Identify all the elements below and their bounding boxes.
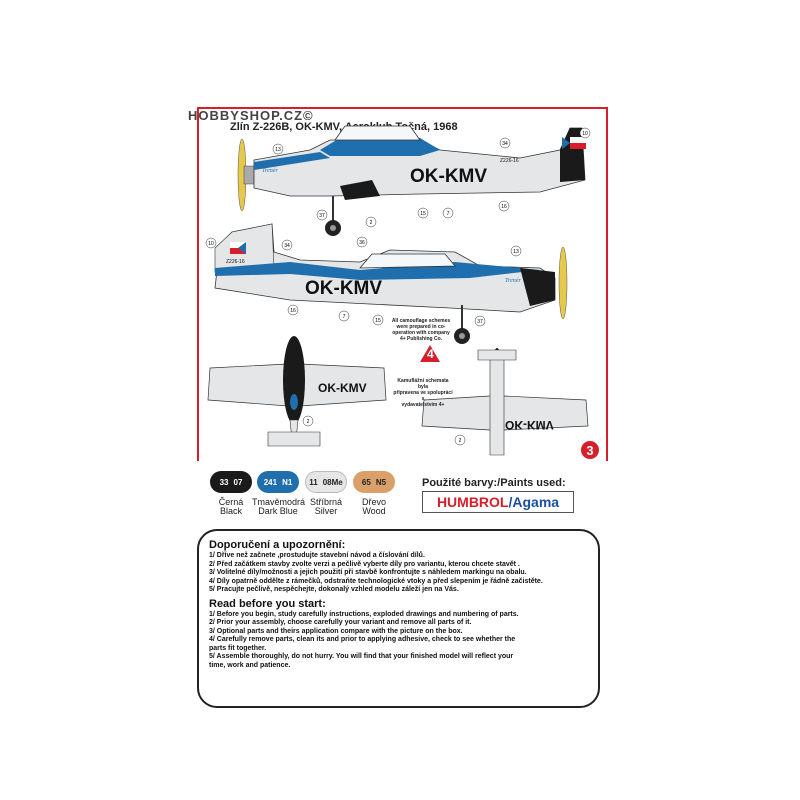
page-number-badge: 3 [581,441,599,459]
paints-used-title: Použité barvy:/Paints used: [422,477,566,489]
svg-text:13: 13 [513,249,519,255]
svg-text:2: 2 [307,419,310,425]
svg-text:37: 37 [477,319,483,325]
note-cz-line: 4/ Díly opatrně oddělte z rámečků, odstr… [209,577,543,585]
cowling-script-bottom: Trenér [505,278,521,284]
svg-text:34: 34 [284,243,290,249]
note-en-line: parts fit together. [209,644,267,652]
side-profile-left: OK-KMV Z226-16 Trenér [237,125,586,236]
note-cz-line: 1/ Dříve než začnete ,prostudujte staveb… [209,552,425,559]
note-cz-line: 5/ Pracujte pečlivě, nespěchejte, dokona… [209,586,459,593]
note-en-line: 1/ Before you begin, study carefully ins… [209,610,519,618]
notes-title-english: Read before you start: [209,597,326,610]
svg-text:16: 16 [501,204,507,210]
svg-text:2: 2 [459,438,462,444]
side-registration-top: OK-KMV [410,166,487,187]
svg-text:15: 15 [375,318,381,324]
tail-code-top: Z226-16 [500,158,519,164]
svg-text:13: 13 [275,147,281,153]
svg-text:10: 10 [582,131,588,137]
svg-text:7: 7 [447,211,450,217]
svg-text:7: 7 [343,314,346,320]
note-cz-line: 2/ Před začátkem stavby zvolte verzi a p… [209,560,520,568]
note-en-line: 5/ Assemble thoroughly, do not hurry. Yo… [209,653,514,660]
bottom-view-registration: OK-KMV [505,418,554,432]
svg-text:16: 16 [290,308,296,314]
svg-text:2: 2 [370,220,373,226]
svg-text:10: 10 [208,241,214,247]
bottom-view: OK-KMV [421,348,589,456]
svg-text:34: 34 [502,141,508,147]
svg-text:37: 37 [319,213,325,219]
part-callouts: 13 34 10 15 7 2 16 37 10 34 36 13 16 7 1… [205,127,591,446]
side-registration-bottom: OK-KMV [305,278,382,299]
top-view-registration: OK-KMV [318,381,367,395]
assembly-notes-box: Doporučení a upozornění: 1/ Dříve než za… [197,529,600,708]
publisher-logo: 4 [420,345,440,362]
paint-brand-logo: HUMBROL/Agama [422,491,574,513]
watermark: HOBBYSHOP.CZ© [188,108,314,123]
note-en-line: 4/ Carefully remove parts, clean its and… [209,636,516,643]
note-en-line: 3/ Optional parts and theirs application… [209,627,463,635]
profile-sheet-frame [197,107,608,461]
tail-code-bottom: Z226-16 [226,259,245,265]
note-en-line: 2/ Prior your assembly, choose carefully… [209,619,472,626]
top-view: OK-KMV [207,336,387,447]
cowling-script-top: Trenér [262,168,278,174]
note-cz-line: 3/ Volitelné díly/možnosti a jejich použ… [209,569,527,576]
notes-title-czech: Doporučení a upozornění: [209,539,346,551]
svg-text:36: 36 [359,240,365,246]
svg-text:15: 15 [420,211,426,217]
note-en-line: time, work and patience. [209,661,291,669]
svg-text:4: 4 [427,347,434,361]
side-profile-right: OK-KMV Z226-16 Trenér [214,223,568,344]
